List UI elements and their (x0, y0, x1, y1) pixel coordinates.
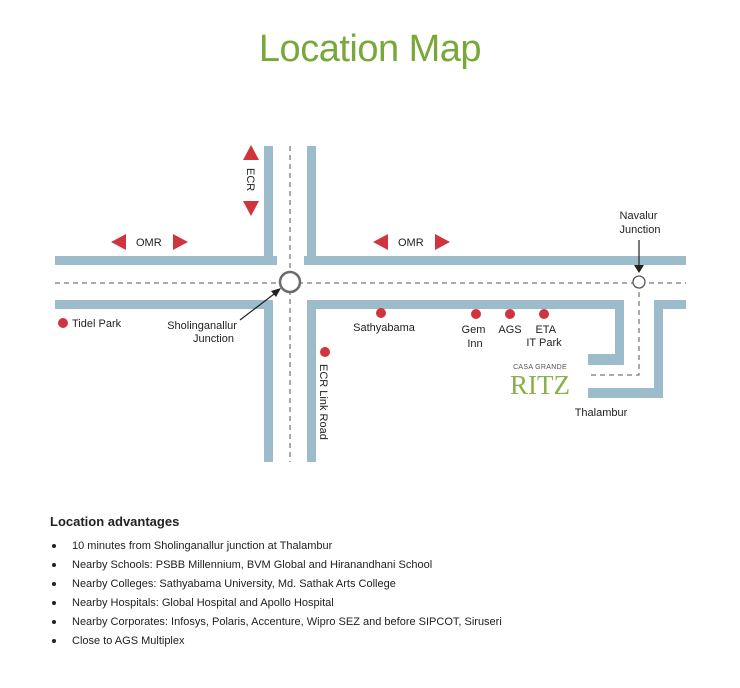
eta-label-line2: IT Park (526, 337, 562, 349)
omr-direction-arrows-right (373, 234, 450, 250)
ecr-road (264, 146, 316, 462)
ecr-link-road-marker (320, 347, 330, 357)
page-title: Location Map (258, 28, 482, 70)
gem-inn-label-line2: Inn (467, 338, 482, 350)
ags-marker (505, 309, 515, 319)
navalur-label-line1: Navalur (620, 210, 658, 222)
sholinganallur-junction-label: Sholinganallur Junction (167, 320, 240, 345)
arrow-left-icon (111, 234, 126, 250)
omr-road-top-right (304, 256, 686, 265)
ecr-road-left-upper (264, 146, 273, 265)
omr-road-label-left: OMR (136, 237, 162, 249)
thalambur-road-outer-vertical (654, 300, 663, 398)
arrow-up-icon (243, 145, 259, 160)
thalambur-road-inner-horizontal (588, 354, 624, 365)
navalur-pointer-arrow-icon (634, 265, 644, 273)
thalambur-center-line (588, 283, 640, 376)
eta-it-park-label: ETA IT Park (526, 324, 562, 349)
omr-road (55, 256, 686, 309)
arrow-down-icon (243, 201, 259, 216)
omr-road-bottom-far-right (660, 300, 686, 309)
ecr-direction-arrows (243, 145, 259, 216)
ecr-road-left-lower (264, 300, 273, 462)
arrow-right-icon (435, 234, 450, 250)
ecr-road-right-upper (307, 146, 316, 265)
navalur-junction-label: Navalur Junction (620, 210, 661, 236)
thalambur-road-outer-horizontal (588, 388, 663, 398)
location-map: ECR OMR OMR Sholinganallur Junction Nava… (55, 145, 686, 462)
omr-direction-arrows-left (111, 234, 188, 250)
thalambur-label: Thalambur (575, 407, 628, 419)
list-item: 10 minutes from Sholinganallur junction … (50, 537, 690, 556)
ecr-link-road-label: ECR Link Road (317, 364, 329, 440)
sathyabama-marker (376, 308, 386, 318)
list-item: Nearby Corporates: Infosys, Polaris, Acc… (50, 613, 690, 632)
sholinganallur-pointer-line (239, 290, 279, 321)
omr-road-bottom-right (316, 300, 624, 309)
thalambur-road (588, 283, 663, 398)
navalur-label-line2: Junction (620, 224, 661, 236)
ags-label: AGS (498, 324, 521, 336)
navalur-junction-marker (632, 275, 646, 289)
thalambur-road-inner-vertical (615, 300, 624, 365)
ecr-road-label: ECR (244, 168, 256, 191)
sholinganallur-pointer-arrow-icon (271, 288, 281, 297)
arrow-right-icon (173, 234, 188, 250)
sholinganallur-label-line1: Sholinganallur (167, 320, 237, 332)
eta-label-line1: ETA (535, 324, 556, 336)
gem-inn-label: Gem Inn (462, 324, 489, 350)
list-item: Nearby Colleges: Sathyabama University, … (50, 575, 690, 594)
ecr-road-right-lower (307, 300, 316, 462)
arrow-left-icon (373, 234, 388, 250)
list-item: Nearby Hospitals: Global Hospital and Ap… (50, 594, 690, 613)
location-advantages: Location advantages 10 minutes from Shol… (50, 514, 690, 651)
omr-road-label-right: OMR (398, 237, 424, 249)
tidel-park-marker (58, 318, 68, 328)
gem-inn-marker (471, 309, 481, 319)
sholinganallur-junction-marker (278, 270, 302, 294)
tidel-park-label: Tidel Park (72, 318, 122, 330)
sholinganallur-label-line2: Junction (193, 333, 234, 345)
project-brand: CASA GRANDE (513, 364, 567, 371)
list-item: Close to AGS Multiplex (50, 632, 690, 651)
project-name: RITZ (510, 370, 570, 400)
eta-it-park-marker (539, 309, 549, 319)
gem-inn-label-line1: Gem (462, 324, 486, 336)
casa-grande-ritz-logo: CASA GRANDE RITZ (510, 364, 570, 400)
omr-road-top-left (55, 256, 277, 265)
omr-road-bottom-left (55, 300, 264, 309)
sathyabama-label: Sathyabama (353, 322, 416, 334)
advantages-list: 10 minutes from Sholinganallur junction … (50, 537, 690, 651)
list-item: Nearby Schools: PSBB Millennium, BVM Glo… (50, 556, 690, 575)
advantages-heading: Location advantages (50, 514, 180, 529)
